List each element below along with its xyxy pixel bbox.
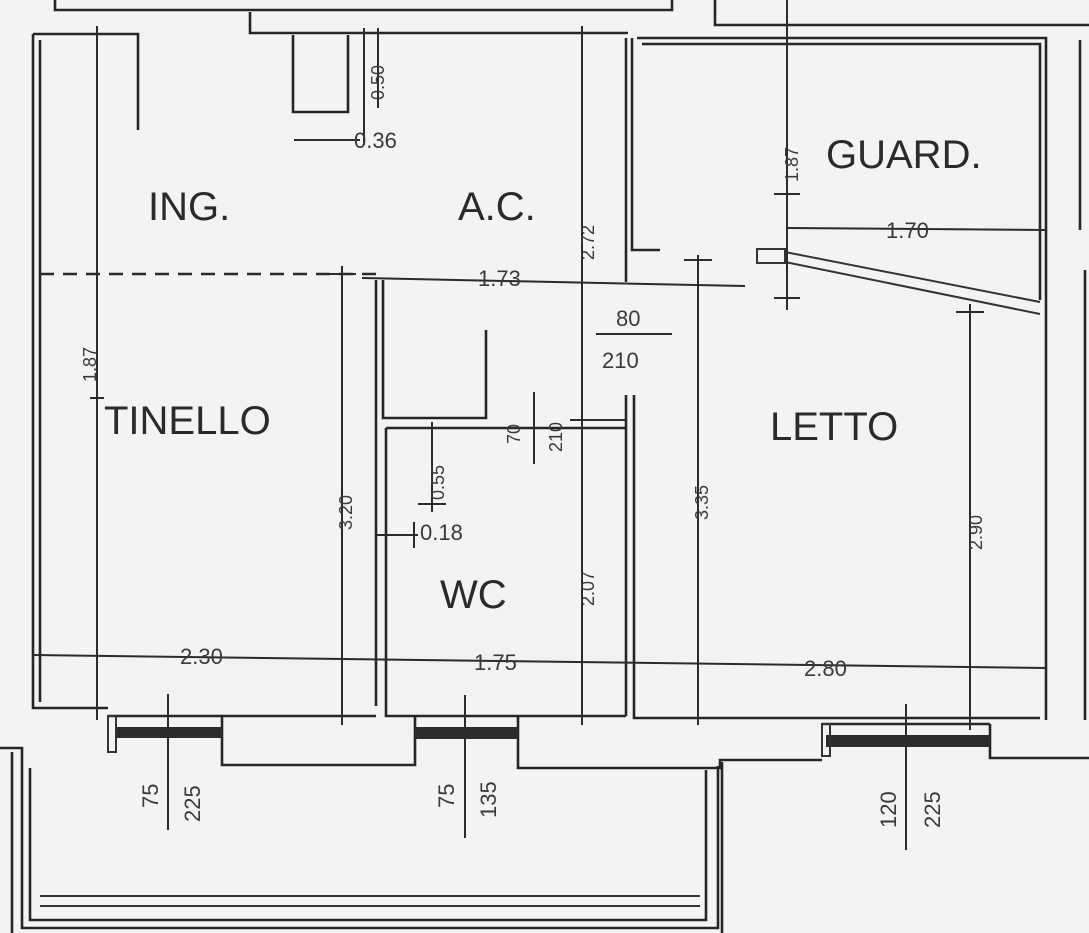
dim-tinello-width: 2.30 (180, 644, 223, 669)
dim-wc-height: 2.07 (578, 571, 598, 606)
dim-wc-door-h: 210 (546, 422, 566, 452)
dim-tinello-height: 3.20 (336, 495, 356, 530)
dim-wc-niche-h: 0.55 (428, 465, 448, 500)
wardrobe-diagonal (756, 248, 1041, 315)
windows (107, 715, 990, 757)
dim-win3-w: 120 (876, 791, 901, 828)
label-guardaroba: GUARD. (826, 133, 982, 177)
label-armadio: A.C. (458, 185, 536, 229)
room-labels: ING. A.C. GUARD. TINELLO LETTO WC (104, 133, 982, 617)
dimension-lines (32, 0, 1047, 850)
dim-letto-left: 3.35 (692, 485, 712, 520)
dim-win3-h: 225 (920, 791, 945, 828)
label-wc: WC (440, 573, 507, 617)
dim-win2-w: 75 (434, 784, 459, 808)
label-letto: LETTO (770, 405, 898, 449)
dim-corridor-width: 1.73 (478, 266, 521, 291)
dim-tinello-left: 1.87 (80, 347, 100, 382)
dim-ing-niche-h: 0.50 (368, 65, 388, 100)
dim-guard-height: 1.87 (782, 147, 802, 182)
dim-wc-niche-w: 0.18 (420, 520, 463, 545)
dim-guard-width: 1.70 (886, 218, 929, 243)
dim-door-letto-h: 210 (602, 348, 639, 373)
dim-wc-width: 1.75 (474, 650, 517, 675)
label-ingresso: ING. (148, 185, 230, 229)
dim-win1-w: 75 (138, 784, 163, 808)
dimension-labels: 0.36 1.70 1.73 80 210 0.18 2.30 1.75 2.8… (80, 65, 986, 828)
dim-letto-width: 2.80 (804, 656, 847, 681)
dim-win2-h: 135 (476, 781, 501, 818)
dim-win1-h: 225 (180, 785, 205, 822)
dim-door-letto-w: 80 (616, 306, 640, 331)
label-tinello: TINELLO (104, 399, 271, 443)
dim-letto-right: 2.90 (966, 515, 986, 550)
dim-ac-height: 2.72 (578, 225, 598, 260)
dim-ing-niche-w: 0.36 (354, 128, 397, 153)
dim-wc-door-w: 70 (504, 424, 524, 444)
